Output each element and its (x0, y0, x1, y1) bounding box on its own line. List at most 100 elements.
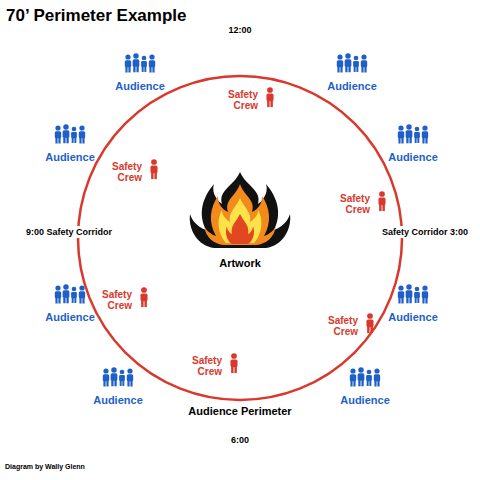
person-body (422, 131, 428, 138)
person-body (406, 290, 413, 297)
clock-label: 6:00 (231, 435, 249, 445)
person-head (72, 127, 77, 132)
person-head (337, 54, 342, 59)
audience-label: Audience (115, 80, 165, 93)
person-head (367, 370, 372, 375)
person-leg (415, 298, 417, 303)
person-leg (66, 137, 68, 143)
person-leg (267, 100, 269, 107)
person-leg (74, 298, 76, 303)
person-head (127, 368, 132, 373)
audience-label: Audience (45, 311, 95, 324)
person-body (422, 291, 428, 298)
person-head (361, 54, 366, 59)
person-body (79, 131, 85, 138)
person-leg (401, 138, 403, 144)
crew-icon (266, 87, 273, 107)
person-body (55, 131, 61, 138)
person-leg (379, 204, 381, 211)
person-head (55, 125, 60, 130)
perimeter-label: Audience Perimeter (188, 405, 291, 418)
crew-label: Safety Crew (92, 289, 132, 312)
person-leg (358, 380, 360, 386)
person-leg (417, 298, 419, 303)
person-head (231, 353, 237, 359)
person-leg (425, 298, 427, 304)
person-leg (377, 381, 379, 387)
person-leg (142, 67, 144, 72)
person-leg (63, 137, 65, 143)
person-head (415, 127, 420, 132)
person-leg (63, 297, 65, 303)
person-body (140, 294, 147, 302)
person-body (345, 59, 352, 66)
person-body (337, 60, 343, 67)
person-leg (82, 298, 84, 304)
person-head (358, 367, 363, 372)
person-body (55, 291, 61, 298)
audience-icon (350, 367, 380, 386)
person-leg (364, 67, 366, 73)
person-head (406, 284, 411, 289)
person-body (350, 374, 356, 381)
person-leg (72, 298, 74, 303)
person-leg (356, 67, 358, 72)
person-leg (130, 381, 132, 387)
person-leg (72, 138, 74, 143)
person-leg (382, 204, 384, 211)
person-leg (120, 381, 122, 386)
person-leg (422, 138, 424, 144)
corridor-label: 9:00 Safety Corridor (24, 226, 114, 238)
person-leg (369, 381, 371, 386)
person-leg (144, 67, 146, 72)
audience-label: Audience (45, 151, 95, 164)
perimeter-circle (78, 76, 402, 400)
audience-icon (55, 284, 85, 303)
person-head (133, 53, 138, 58)
audience-icon (337, 53, 367, 72)
crew-icon (378, 191, 385, 211)
person-leg (133, 66, 135, 72)
person-leg (82, 138, 84, 144)
person-body (366, 320, 373, 328)
person-leg (55, 138, 57, 144)
person-leg (125, 67, 127, 73)
person-leg (270, 100, 272, 107)
person-leg (425, 138, 427, 144)
person-body (366, 375, 372, 381)
crew-label: Safety Crew (102, 161, 142, 184)
person-leg (350, 381, 352, 387)
crew-label: Safety Crew (330, 193, 370, 216)
person-head (103, 368, 108, 373)
person-leg (79, 138, 81, 144)
person-leg (122, 381, 124, 386)
audience-icon (125, 53, 155, 72)
person-head (422, 285, 427, 290)
person-leg (111, 380, 113, 386)
person-leg (58, 298, 60, 304)
person-head (79, 285, 84, 290)
person-head (354, 56, 359, 61)
person-head (350, 368, 355, 373)
person-body (398, 131, 404, 138)
audience-icon (55, 124, 85, 143)
person-leg (345, 66, 347, 72)
person-head (141, 287, 147, 293)
crew-label: Safety Crew (182, 355, 222, 378)
person-body (374, 374, 380, 381)
crew-label: Safety Crew (318, 315, 358, 338)
diagram-title: 70’ Perimeter Example (6, 6, 187, 26)
person-leg (231, 366, 233, 373)
crew-label: Safety Crew (218, 89, 258, 112)
person-head (415, 287, 420, 292)
person-leg (128, 67, 130, 73)
person-body (230, 360, 237, 368)
person-body (111, 373, 118, 380)
person-body (71, 132, 77, 138)
person-leg (114, 380, 116, 386)
person-leg (127, 381, 129, 387)
audience-label: Audience (327, 80, 377, 93)
audience-label: Audience (340, 394, 390, 407)
person-leg (154, 172, 156, 179)
person-body (103, 374, 109, 381)
